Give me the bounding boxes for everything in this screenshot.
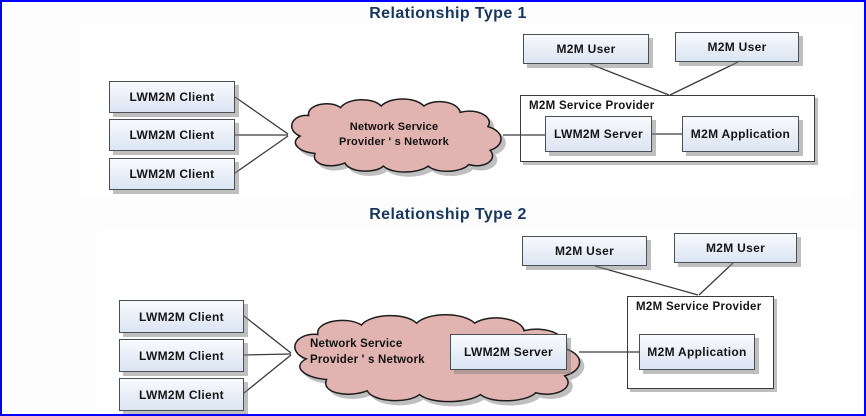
m2m-application-t1: M2M Application [682, 116, 799, 152]
m2m-user-2-t1: M2M User [675, 32, 799, 62]
m2m-user-1-t1: M2M User [523, 34, 649, 64]
lwm2m-client-1-t1: LWM2M Client [109, 81, 235, 113]
title-relationship-type2: Relationship Type 2 [369, 206, 527, 223]
title-relationship-type1: Relationship Type 1 [369, 5, 527, 22]
lwm2m-server-t1: LWM2M Server [545, 116, 652, 152]
cloud-label-line1-t1: Network Service [349, 121, 439, 133]
lwm2m-client-3-t2: LWM2M Client [119, 378, 244, 411]
network-cloud-type1 [283, 95, 505, 174]
cloud-label-t2: Network Service Provider ' s Network [310, 336, 480, 368]
lwm2m-server-t2: LWM2M Server [450, 334, 567, 370]
cloud-label-line2-t1: Provider ' s Network [339, 136, 449, 148]
lwm2m-client-3-t1: LWM2M Client [109, 158, 235, 190]
lwm2m-client-2-t1: LWM2M Client [109, 119, 235, 151]
m2m-user-2-t2: M2M User [674, 233, 797, 263]
cloud-label-line1-t2: Network Service [310, 338, 403, 350]
cloud-label-t1: Network Service Provider ' s Network [294, 120, 494, 150]
cloud-label-line2-t2: Provider ' s Network [310, 354, 425, 366]
m2m-service-provider-label-type1: M2M Service Provider [529, 100, 655, 112]
m2m-service-provider-label-type2: M2M Service Provider [636, 301, 762, 313]
lwm2m-client-1-t2: LWM2M Client [119, 300, 244, 333]
lwm2m-client-2-t2: LWM2M Client [119, 339, 244, 372]
m2m-user-1-t2: M2M User [522, 236, 647, 266]
m2m-application-t2: M2M Application [639, 334, 755, 370]
